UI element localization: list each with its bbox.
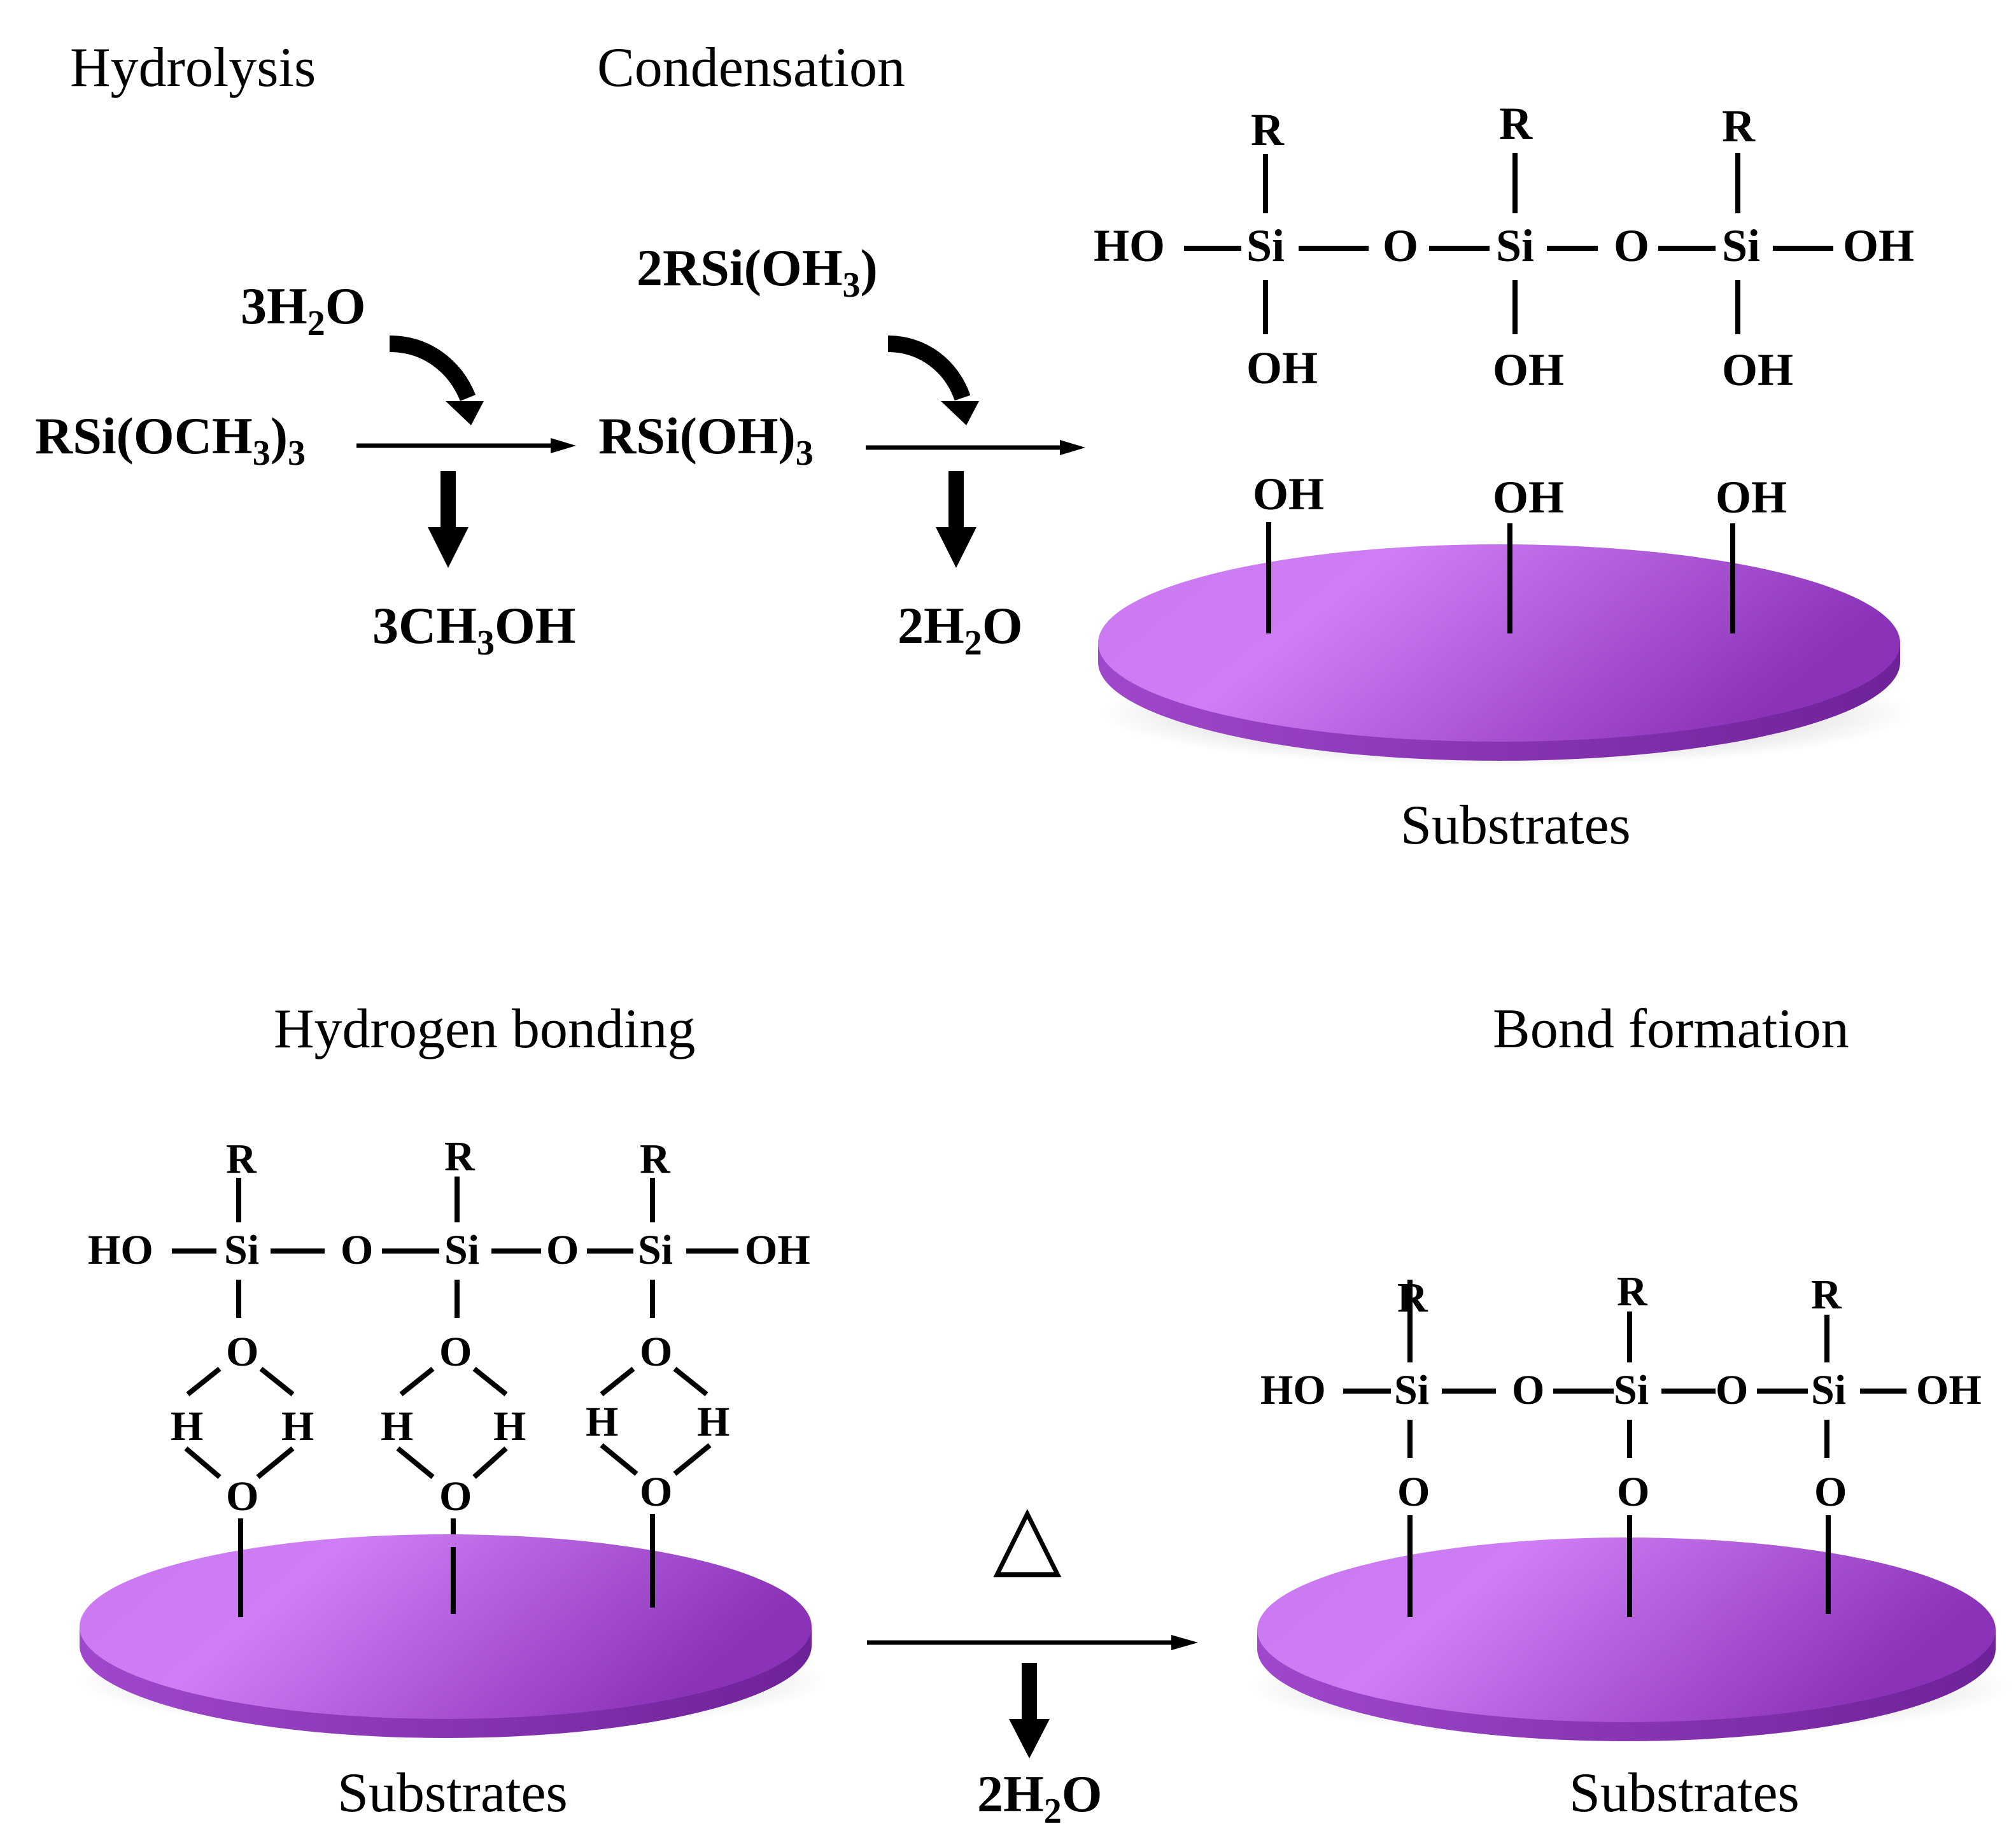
silane-ester-formula: RSi(OCH3)3 [35,407,306,473]
water-product-formula-top: 2H2O [898,597,1023,663]
hydrogen-atom: H [171,1403,203,1450]
substrate-disc-bottom-right [1248,1538,2012,1741]
water-release-arrowhead-top [936,527,976,568]
r-group: R [1397,1275,1428,1321]
hydroxyl-group: OH [1253,469,1324,520]
silicon-atom: Si [1394,1367,1429,1413]
substrate-disc-top [1098,544,1913,767]
anchoring-oxygen: O [1617,1469,1649,1515]
bridging-oxygen: O [341,1227,373,1273]
water-product-formula-bottom: 2H2O [977,1765,1103,1831]
bridging-oxygen: O [1512,1367,1544,1413]
hydroxyl-group: OH [1843,220,1914,271]
hydrogen-atom: H [697,1399,730,1445]
water-addition-arrow [389,336,476,402]
silicon-atom: Si [224,1227,259,1273]
oxygen-atom: O [439,1473,472,1520]
hydrogen-atom: H [586,1399,618,1445]
hydroxyl-group: OH [1493,472,1564,523]
hydrogen-bonded-oligomer: R R R HO Si O Si O Si OH O H H O O H [88,1133,810,1617]
r-group: R [1499,98,1533,149]
silicon-atom: Si [1246,220,1285,271]
silanol-dimer-formula: 2RSi(OH3) [637,239,878,305]
substrates-label-bottom-right: Substrates [1569,1762,1800,1824]
water-release-arrow-bottom [1022,1663,1037,1720]
condensation-curved-arrowhead [941,401,979,425]
label-hydrogen-bonding: Hydrogen bonding [274,998,695,1060]
hydroxyl-group: OH [1716,472,1787,523]
heating-arrowhead [1171,1635,1198,1650]
oxygen-atom: O [439,1329,472,1375]
hydrogen-atom: H [493,1403,526,1450]
methanol-release-arrowhead [428,527,469,568]
silicon-atom: Si [444,1227,479,1273]
oxygen-atom: O [226,1329,258,1375]
methanol-product-formula: 3CH3OH [372,597,576,663]
hydroxyl-group: OH [745,1227,810,1273]
condensation-curved-arrow [887,336,971,401]
water-release-arrow-top [948,471,964,528]
silicon-atom: Si [1496,220,1534,271]
hydroxyl-group: HO [88,1227,153,1273]
water-release-arrowhead-bottom [1009,1719,1050,1758]
siloxane-oligomer-top: R R R HO Si O Si O Si OH OH OH OH [1094,98,1914,395]
oxygen-atom: O [226,1473,258,1520]
anchoring-oxygen: O [1814,1469,1847,1515]
bridging-oxygen: O [1614,220,1649,271]
r-group: R [1722,101,1756,152]
methanol-release-arrow [441,471,456,528]
silicon-atom: Si [638,1227,673,1273]
r-group: R [1811,1271,1842,1318]
water-reactant-formula: 3H2O [241,277,366,343]
oxygen-atom: O [640,1469,672,1515]
label-bond-formation: Bond formation [1493,998,1849,1060]
bridging-oxygen: O [546,1227,579,1273]
water-addition-arrowhead [446,401,484,425]
silanol-formula: RSi(OH)3 [598,407,814,473]
r-group: R [1617,1268,1648,1315]
substrates-label-bottom-left: Substrates [337,1762,568,1824]
r-group: R [226,1136,257,1182]
hydroxyl-group: OH [1493,344,1564,395]
hydrogen-atom: H [281,1403,314,1450]
covalently-bonded-oligomer: R R R HO Si O Si O Si OH O O O [1260,1268,1982,1617]
hydroxyl-group: OH [1916,1367,1982,1413]
hydroxyl-group: OH [1722,344,1793,395]
condensation-arrowhead [1060,440,1085,455]
silicon-atom: Si [1722,220,1760,271]
hydroxyl-group: HO [1094,220,1165,271]
heat-symbol: △ [993,1487,1062,1586]
hydroxyl-group: HO [1260,1367,1326,1413]
bridging-oxygen: O [1383,220,1418,271]
oxygen-atom: O [640,1329,672,1375]
r-group: R [444,1133,476,1180]
surface-hydroxyls-top: OH OH OH [1253,469,1787,633]
silicon-atom: Si [1614,1367,1649,1413]
substrate-disc-bottom-left [76,1534,828,1738]
bridging-oxygen: O [1716,1367,1748,1413]
silicon-atom: Si [1811,1367,1846,1413]
hydroxyl-group: OH [1246,343,1318,393]
hydrogen-atom: H [381,1403,413,1450]
label-hydrolysis: Hydrolysis [70,37,316,99]
label-condensation: Condensation [597,37,905,99]
anchoring-oxygen: O [1397,1469,1430,1515]
hydrolysis-arrowhead [551,438,576,453]
substrates-label-top: Substrates [1400,795,1631,856]
r-group: R [1251,104,1285,155]
r-group: R [640,1136,671,1182]
